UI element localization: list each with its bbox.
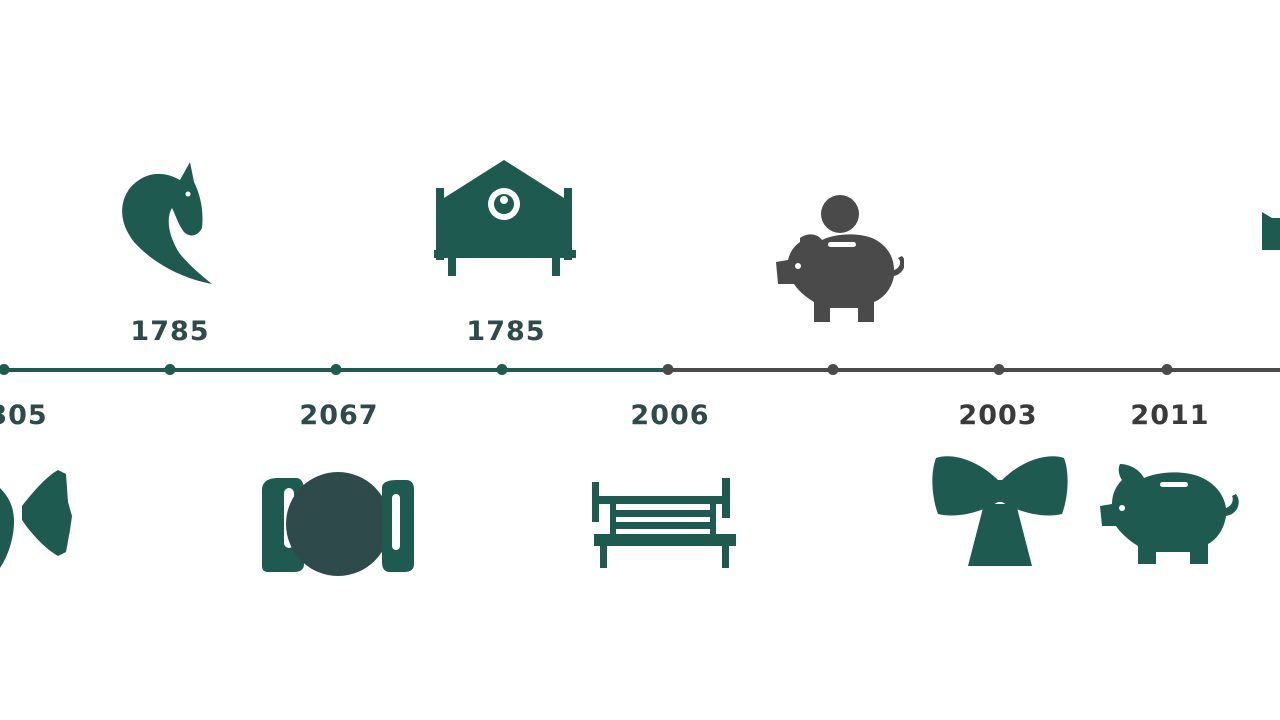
year-label: 1785: [466, 316, 546, 347]
timeline-dot: [496, 364, 508, 375]
timeline-dot: [827, 364, 839, 375]
year-label: 2003: [958, 400, 1038, 431]
bow-tie-icon: [932, 456, 1068, 566]
timeline-dot: [1161, 364, 1173, 375]
bed-icon: [434, 160, 576, 276]
partial-icon: [1262, 212, 1280, 250]
year-label: 1785: [130, 316, 210, 347]
year-label: 2011: [1130, 400, 1210, 431]
ball-icon: [262, 472, 414, 576]
year-label: 305: [0, 400, 48, 431]
bow-tie-icon: [0, 470, 72, 568]
timeline-dot: [0, 364, 10, 375]
timeline-dot: [993, 364, 1005, 375]
timeline-dot: [662, 364, 674, 375]
timeline-dot: [164, 364, 176, 375]
year-label: 2067: [299, 400, 379, 431]
piggy-bank-coin-icon: [776, 195, 904, 322]
year-label: 2006: [630, 400, 710, 431]
bench-icon: [592, 478, 736, 568]
horse-head-icon: [122, 162, 212, 284]
timeline-axis-right: [668, 368, 1280, 372]
piggy-bank-icon: [1100, 464, 1239, 564]
timeline-dot: [330, 364, 342, 375]
